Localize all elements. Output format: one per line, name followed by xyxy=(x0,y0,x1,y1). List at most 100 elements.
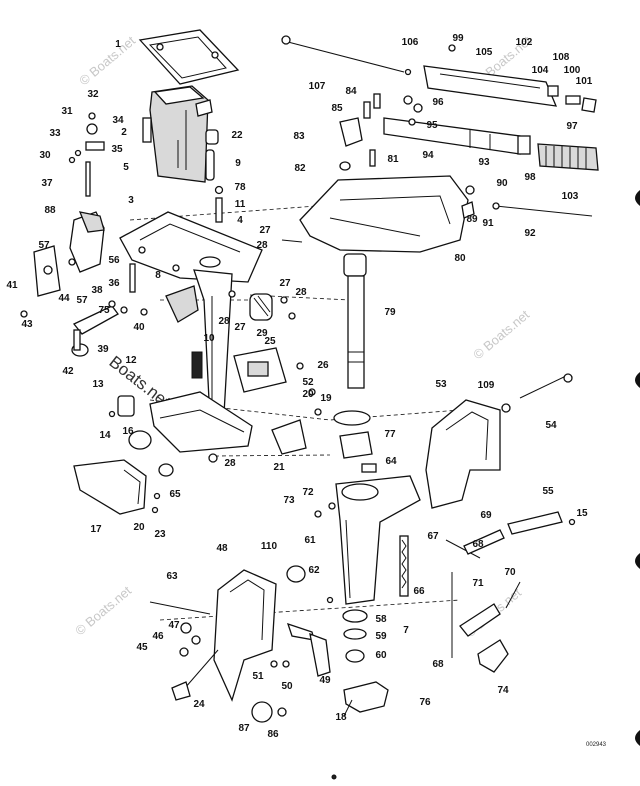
watermark-text: © Boats.net xyxy=(470,307,532,363)
part-number-label: 94 xyxy=(422,150,434,161)
part-number-label: 25 xyxy=(264,336,276,347)
part-number-label: 41 xyxy=(6,280,18,291)
part-number-label: 36 xyxy=(108,278,120,289)
part-shift-link xyxy=(71,263,148,357)
part-swivel-bracket xyxy=(299,175,593,253)
part-number-label: 62 xyxy=(308,565,320,576)
part-number-label: 35 xyxy=(111,144,123,155)
part-number-label: 18 xyxy=(335,712,347,723)
part-mount-plate xyxy=(119,211,263,283)
part-number-label: 63 xyxy=(166,571,178,582)
part-number-label: 27 xyxy=(279,278,291,289)
part-number-label: 3 xyxy=(128,195,134,206)
part-number-label: 92 xyxy=(524,228,536,239)
part-number-label: 95 xyxy=(426,120,438,131)
part-number-label: 105 xyxy=(476,47,493,58)
part-number-label: 14 xyxy=(99,430,111,441)
part-number-label: 56 xyxy=(108,255,120,266)
part-clamp-bracket-left xyxy=(149,569,331,723)
part-stern-column xyxy=(286,475,421,605)
part-number-label: 27 xyxy=(234,322,246,333)
part-number-label: 75 xyxy=(98,305,110,316)
part-number-label: 46 xyxy=(152,631,164,642)
part-number-label: 68 xyxy=(432,659,444,670)
part-number-label: 47 xyxy=(168,620,180,631)
part-number-label: 15 xyxy=(576,508,588,519)
part-number-label: 74 xyxy=(497,685,509,696)
page-mark xyxy=(331,774,337,780)
part-number-label: 76 xyxy=(419,697,431,708)
part-number-label: 87 xyxy=(238,723,250,734)
part-number-label: 78 xyxy=(234,182,246,193)
callout-labels: 1323431233353053722978114388575644414383… xyxy=(6,33,592,740)
part-shift-bracket xyxy=(20,211,105,318)
part-number-label: 28 xyxy=(295,287,307,298)
part-number-label: 107 xyxy=(309,81,326,92)
part-number-label: 21 xyxy=(273,462,285,473)
part-number-label: 16 xyxy=(122,426,134,437)
part-number-label: 44 xyxy=(58,293,70,304)
part-number-label: 20 xyxy=(133,522,145,533)
part-number-label: 89 xyxy=(466,214,478,225)
part-number-label: 45 xyxy=(136,642,148,653)
part-tilt-lever xyxy=(343,681,389,717)
part-number-label: 65 xyxy=(169,489,181,500)
part-number-label: 23 xyxy=(154,529,166,540)
watermark-text: © Boats.net xyxy=(72,583,134,639)
part-clamp-bracket-right xyxy=(425,373,576,535)
part-number-label: 17 xyxy=(90,524,102,535)
part-number-label: 83 xyxy=(293,131,305,142)
part-number-label: 81 xyxy=(387,154,399,165)
part-number-label: 19 xyxy=(320,393,332,404)
part-friction-assembly xyxy=(339,93,381,171)
part-number-label: 52 xyxy=(302,377,314,388)
part-mount-blocks xyxy=(228,239,322,455)
part-number-label: 31 xyxy=(61,106,73,117)
part-number-label: 1 xyxy=(115,39,121,50)
part-number-label: 66 xyxy=(413,586,425,597)
part-number-label: 57 xyxy=(38,240,50,251)
part-number-label: 86 xyxy=(267,729,279,740)
part-bushings xyxy=(333,410,377,473)
part-number-label: 104 xyxy=(532,65,549,76)
part-number-label: 79 xyxy=(384,307,396,318)
part-number-label: 77 xyxy=(384,429,396,440)
part-number-label: 60 xyxy=(375,650,387,661)
part-number-label: 68 xyxy=(472,539,484,550)
part-gasket xyxy=(138,29,240,85)
scan-edge-marks xyxy=(635,190,640,746)
part-number-label: 28 xyxy=(218,316,230,327)
part-number-label: 32 xyxy=(87,89,99,100)
part-number-label: 85 xyxy=(331,103,343,114)
part-number-label: 51 xyxy=(252,671,264,682)
part-small-fasteners-left xyxy=(68,112,224,223)
part-number-label: 55 xyxy=(542,486,554,497)
part-number-label: 24 xyxy=(193,699,205,710)
part-number-label: 72 xyxy=(302,487,314,498)
part-number-label: 103 xyxy=(562,191,579,202)
part-number-label: 28 xyxy=(224,458,236,469)
part-number-label: 102 xyxy=(516,37,533,48)
part-number-label: 43 xyxy=(21,319,33,330)
part-number-label: 59 xyxy=(375,631,387,642)
part-number-label: 70 xyxy=(504,567,516,578)
part-number-label: 90 xyxy=(496,178,508,189)
part-number-label: 108 xyxy=(553,52,570,63)
part-number-label: 29 xyxy=(256,328,268,339)
part-clips xyxy=(108,395,218,477)
part-number-label: 34 xyxy=(112,115,124,126)
part-number-label: 69 xyxy=(480,510,492,521)
part-number-label: 93 xyxy=(478,157,490,168)
part-number-label: 73 xyxy=(283,495,295,506)
part-number-label: 110 xyxy=(261,541,278,552)
part-number-label: 8 xyxy=(155,270,161,281)
part-number-label: 7 xyxy=(403,625,409,636)
part-number-label: 39 xyxy=(97,344,109,355)
part-number-label: 38 xyxy=(91,285,103,296)
part-number-label: 12 xyxy=(125,355,137,366)
part-number-label: 2 xyxy=(121,127,127,138)
part-number-label: 58 xyxy=(375,614,387,625)
part-number-label: 96 xyxy=(432,97,444,108)
part-number-label: 99 xyxy=(452,33,464,44)
